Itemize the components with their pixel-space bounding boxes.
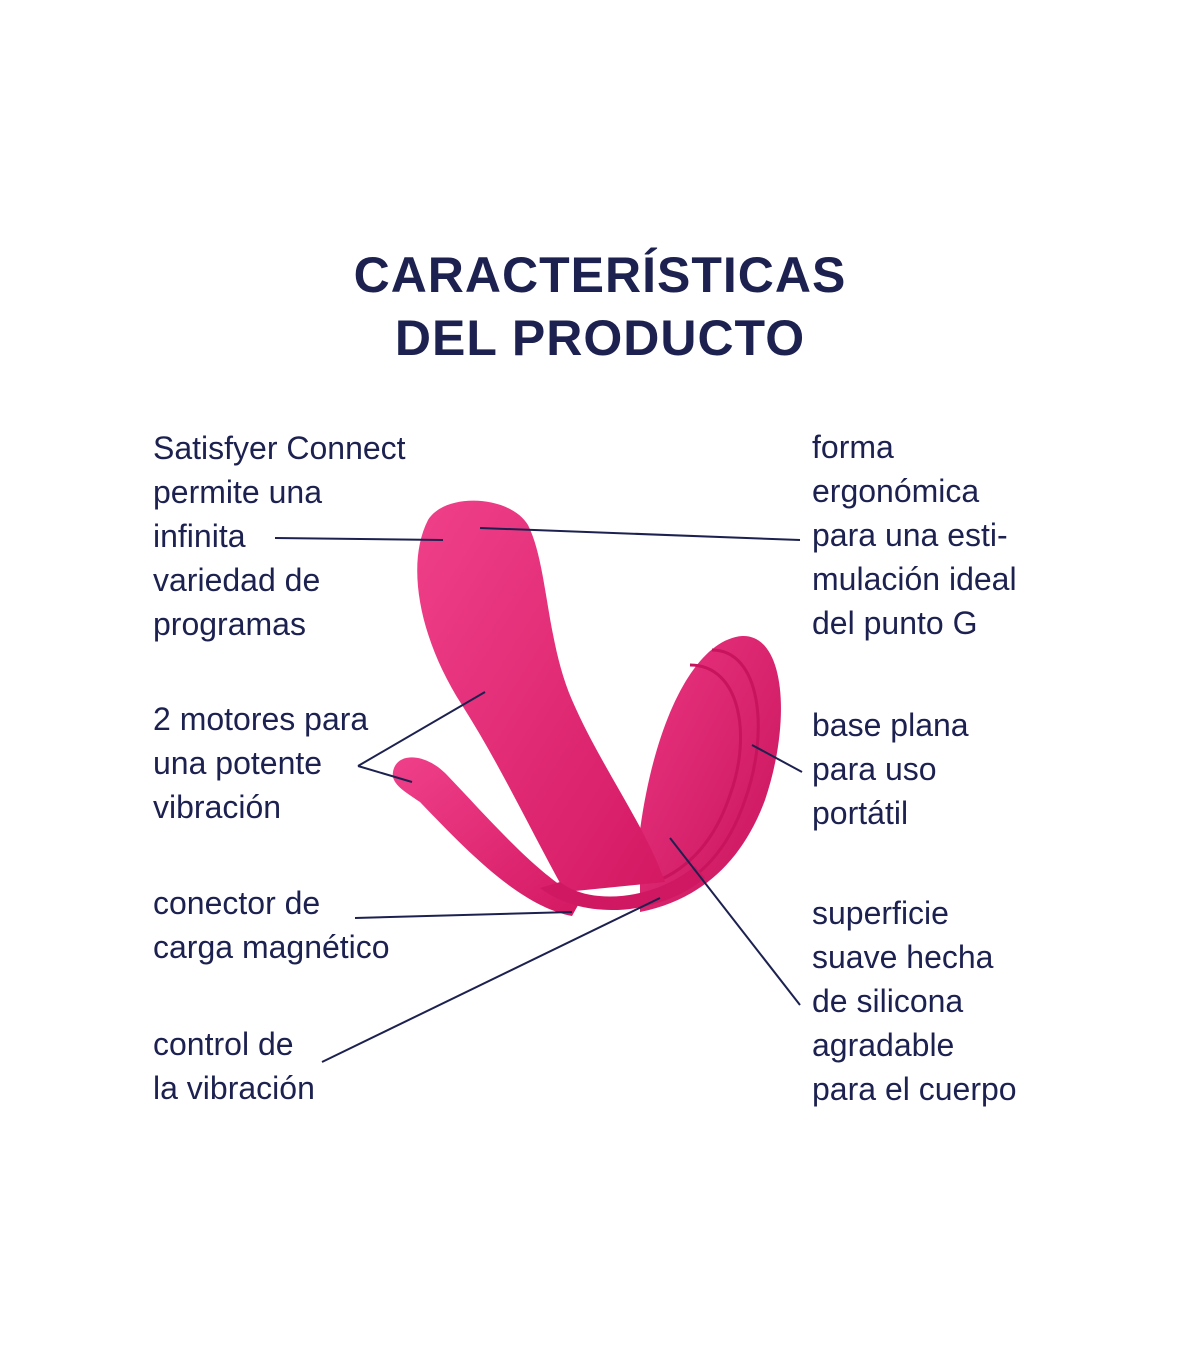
callout-line-motors-2 bbox=[357, 765, 413, 783]
feature-text: portátil bbox=[812, 795, 909, 831]
feature-text: 2 motores para bbox=[153, 701, 369, 737]
callout-line-ergonomic bbox=[479, 527, 801, 541]
callout-line-motors-1 bbox=[357, 691, 486, 767]
feature-text: conector de bbox=[153, 885, 321, 921]
title-line-2: DEL PRODUCTO bbox=[394, 310, 806, 366]
feature-text: una potente bbox=[153, 745, 323, 781]
feature-text: Satisfyer Connect bbox=[153, 430, 406, 466]
callout-line-control bbox=[321, 897, 661, 1063]
feature-text: para una esti- bbox=[812, 517, 1008, 553]
feature-text: para el cuerpo bbox=[812, 1071, 1017, 1107]
feature-programs: Satisfyer Connect permite una infinita v… bbox=[153, 426, 406, 646]
feature-text: ergonómica bbox=[812, 473, 980, 509]
feature-text: variedad de bbox=[153, 562, 321, 598]
main-arm bbox=[417, 500, 665, 892]
callout-lines bbox=[274, 527, 803, 1063]
feature-text: mulación ideal bbox=[812, 561, 1017, 597]
feature-connector: conector de carga magnético bbox=[153, 881, 390, 969]
feature-text: agradable bbox=[812, 1027, 955, 1063]
callout-line-flat-base bbox=[751, 744, 803, 773]
feature-text: vibración bbox=[153, 789, 282, 825]
feature-text: de silicona bbox=[812, 983, 964, 1019]
feature-ergonomic: forma ergonómica para una esti- mulación… bbox=[812, 425, 1017, 645]
pad-ridge-2 bbox=[654, 663, 742, 884]
title-line-1: CARACTERÍSTICAS bbox=[353, 247, 847, 303]
feature-text: carga magnético bbox=[153, 929, 390, 965]
small-arm bbox=[392, 757, 582, 916]
feature-text: forma bbox=[812, 429, 894, 465]
feature-text: del punto G bbox=[812, 605, 978, 641]
feature-surface: superficie suave hecha de silicona agrad… bbox=[812, 891, 1017, 1111]
feature-text: programas bbox=[153, 606, 306, 642]
feature-text: permite una bbox=[153, 474, 322, 510]
feature-text: base plana bbox=[812, 707, 969, 743]
feature-control: control de la vibración bbox=[153, 1022, 315, 1110]
feature-flat-base: base plana para uso portátil bbox=[812, 703, 969, 835]
feature-text: suave hecha bbox=[812, 939, 994, 975]
feature-text: la vibración bbox=[153, 1070, 315, 1106]
feature-text: control de bbox=[153, 1026, 294, 1062]
base-connector bbox=[540, 866, 705, 911]
flat-base-pad bbox=[640, 635, 781, 912]
feature-text: para uso bbox=[812, 751, 937, 787]
feature-text: superficie bbox=[812, 895, 949, 931]
feature-text: infinita bbox=[153, 518, 246, 554]
callout-line-connector bbox=[354, 911, 573, 919]
page-title: CARACTERÍSTICAS DEL PRODUCTO bbox=[0, 244, 1200, 370]
callout-line-surface bbox=[669, 837, 801, 1006]
feature-motors: 2 motores para una potente vibración bbox=[153, 697, 368, 829]
callout-line-programs bbox=[274, 537, 444, 541]
